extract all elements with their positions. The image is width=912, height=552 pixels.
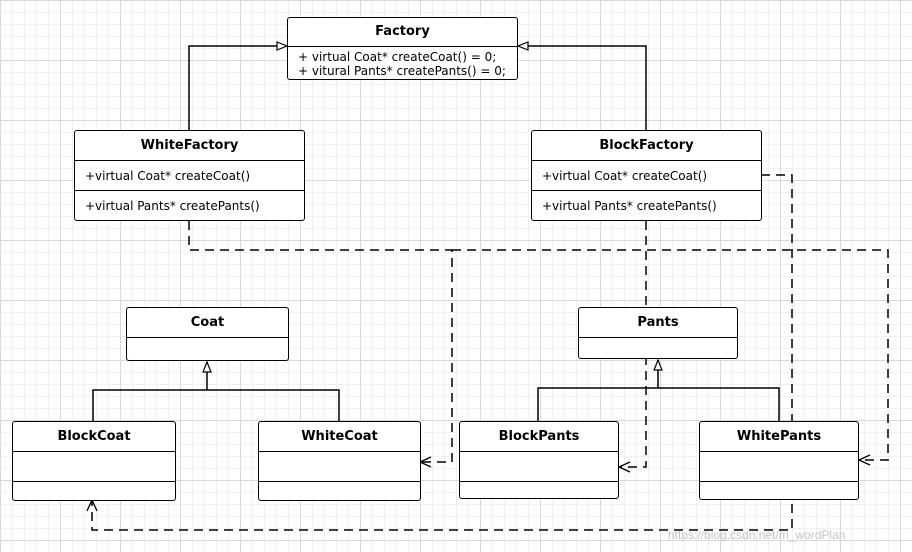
- class-coat[interactable]: Coat: [126, 307, 289, 361]
- class-blockpants-name: BlockPants: [460, 422, 618, 452]
- class-factory-method-createpants: + vitural Pants* createPants() = 0;: [298, 64, 506, 78]
- class-factory-name: Factory: [288, 18, 517, 47]
- inherit-whitefactory-factory: [188, 46, 287, 130]
- inherit-blockcoat-coat: [92, 389, 207, 421]
- dep-blockfactory-blockcoat: [86, 174, 793, 531]
- class-whitefactory-method-createpants: +virtual Pants* createPants(): [85, 199, 260, 213]
- class-whitepants-attributes: [700, 452, 858, 482]
- class-whitefactory[interactable]: WhiteFactory +virtual Coat* createCoat()…: [74, 130, 305, 221]
- class-factory[interactable]: Factory + virtual Coat* createCoat() = 0…: [287, 17, 518, 80]
- class-blockpants-attributes: [460, 452, 618, 482]
- class-blockfactory-method-createcoat: +virtual Coat* createCoat(): [542, 169, 708, 183]
- class-blockcoat-attributes: [13, 452, 175, 482]
- class-coat-name: Coat: [127, 308, 288, 338]
- inherit-blockfactory-factory: [518, 46, 647, 130]
- class-whitecoat-name: WhiteCoat: [259, 422, 420, 452]
- class-whitefactory-method-createcoat-section: +virtual Coat* createCoat(): [75, 161, 304, 191]
- class-pants[interactable]: Pants: [578, 307, 738, 359]
- class-blockcoat-name: BlockCoat: [13, 422, 175, 452]
- class-blockfactory-method-createpants-section: +virtual Pants* createPants(): [532, 191, 761, 220]
- inherit-whitecoat-coat: [207, 389, 340, 421]
- dep-whitefactory-whitepants: [452, 249, 889, 466]
- class-blockfactory-name: BlockFactory: [532, 131, 761, 161]
- class-whitepants-name: WhitePants: [700, 422, 858, 452]
- class-factory-method-createcoat: + virtual Coat* createCoat() = 0;: [298, 50, 497, 64]
- class-whitefactory-method-createcoat: +virtual Coat* createCoat(): [85, 169, 251, 183]
- watermark-text: https://blog.csdn.net/m_wordPlan: [668, 528, 846, 542]
- class-whitecoat-attributes: [259, 452, 420, 482]
- class-whitefactory-name: WhiteFactory: [75, 131, 304, 161]
- class-pants-name: Pants: [579, 308, 737, 338]
- class-blockpants[interactable]: BlockPants: [459, 421, 619, 499]
- class-blockfactory-method-createcoat-section: +virtual Coat* createCoat(): [532, 161, 761, 191]
- class-factory-methods: + virtual Coat* createCoat() = 0; + vitu…: [288, 47, 517, 78]
- class-whitefactory-method-createpants-section: +virtual Pants* createPants(): [75, 191, 304, 220]
- inherit-blockpants-pants: [537, 387, 658, 421]
- class-blockfactory-method-createpants: +virtual Pants* createPants(): [542, 199, 717, 213]
- class-blockcoat[interactable]: BlockCoat: [12, 421, 176, 501]
- inherit-whitepants-pants: [658, 387, 780, 421]
- class-blockfactory[interactable]: BlockFactory +virtual Coat* createCoat()…: [531, 130, 762, 221]
- class-whitepants[interactable]: WhitePants: [699, 421, 859, 500]
- dep-blockfactory-blockpants: [617, 221, 647, 473]
- class-whitecoat[interactable]: WhiteCoat: [258, 421, 421, 501]
